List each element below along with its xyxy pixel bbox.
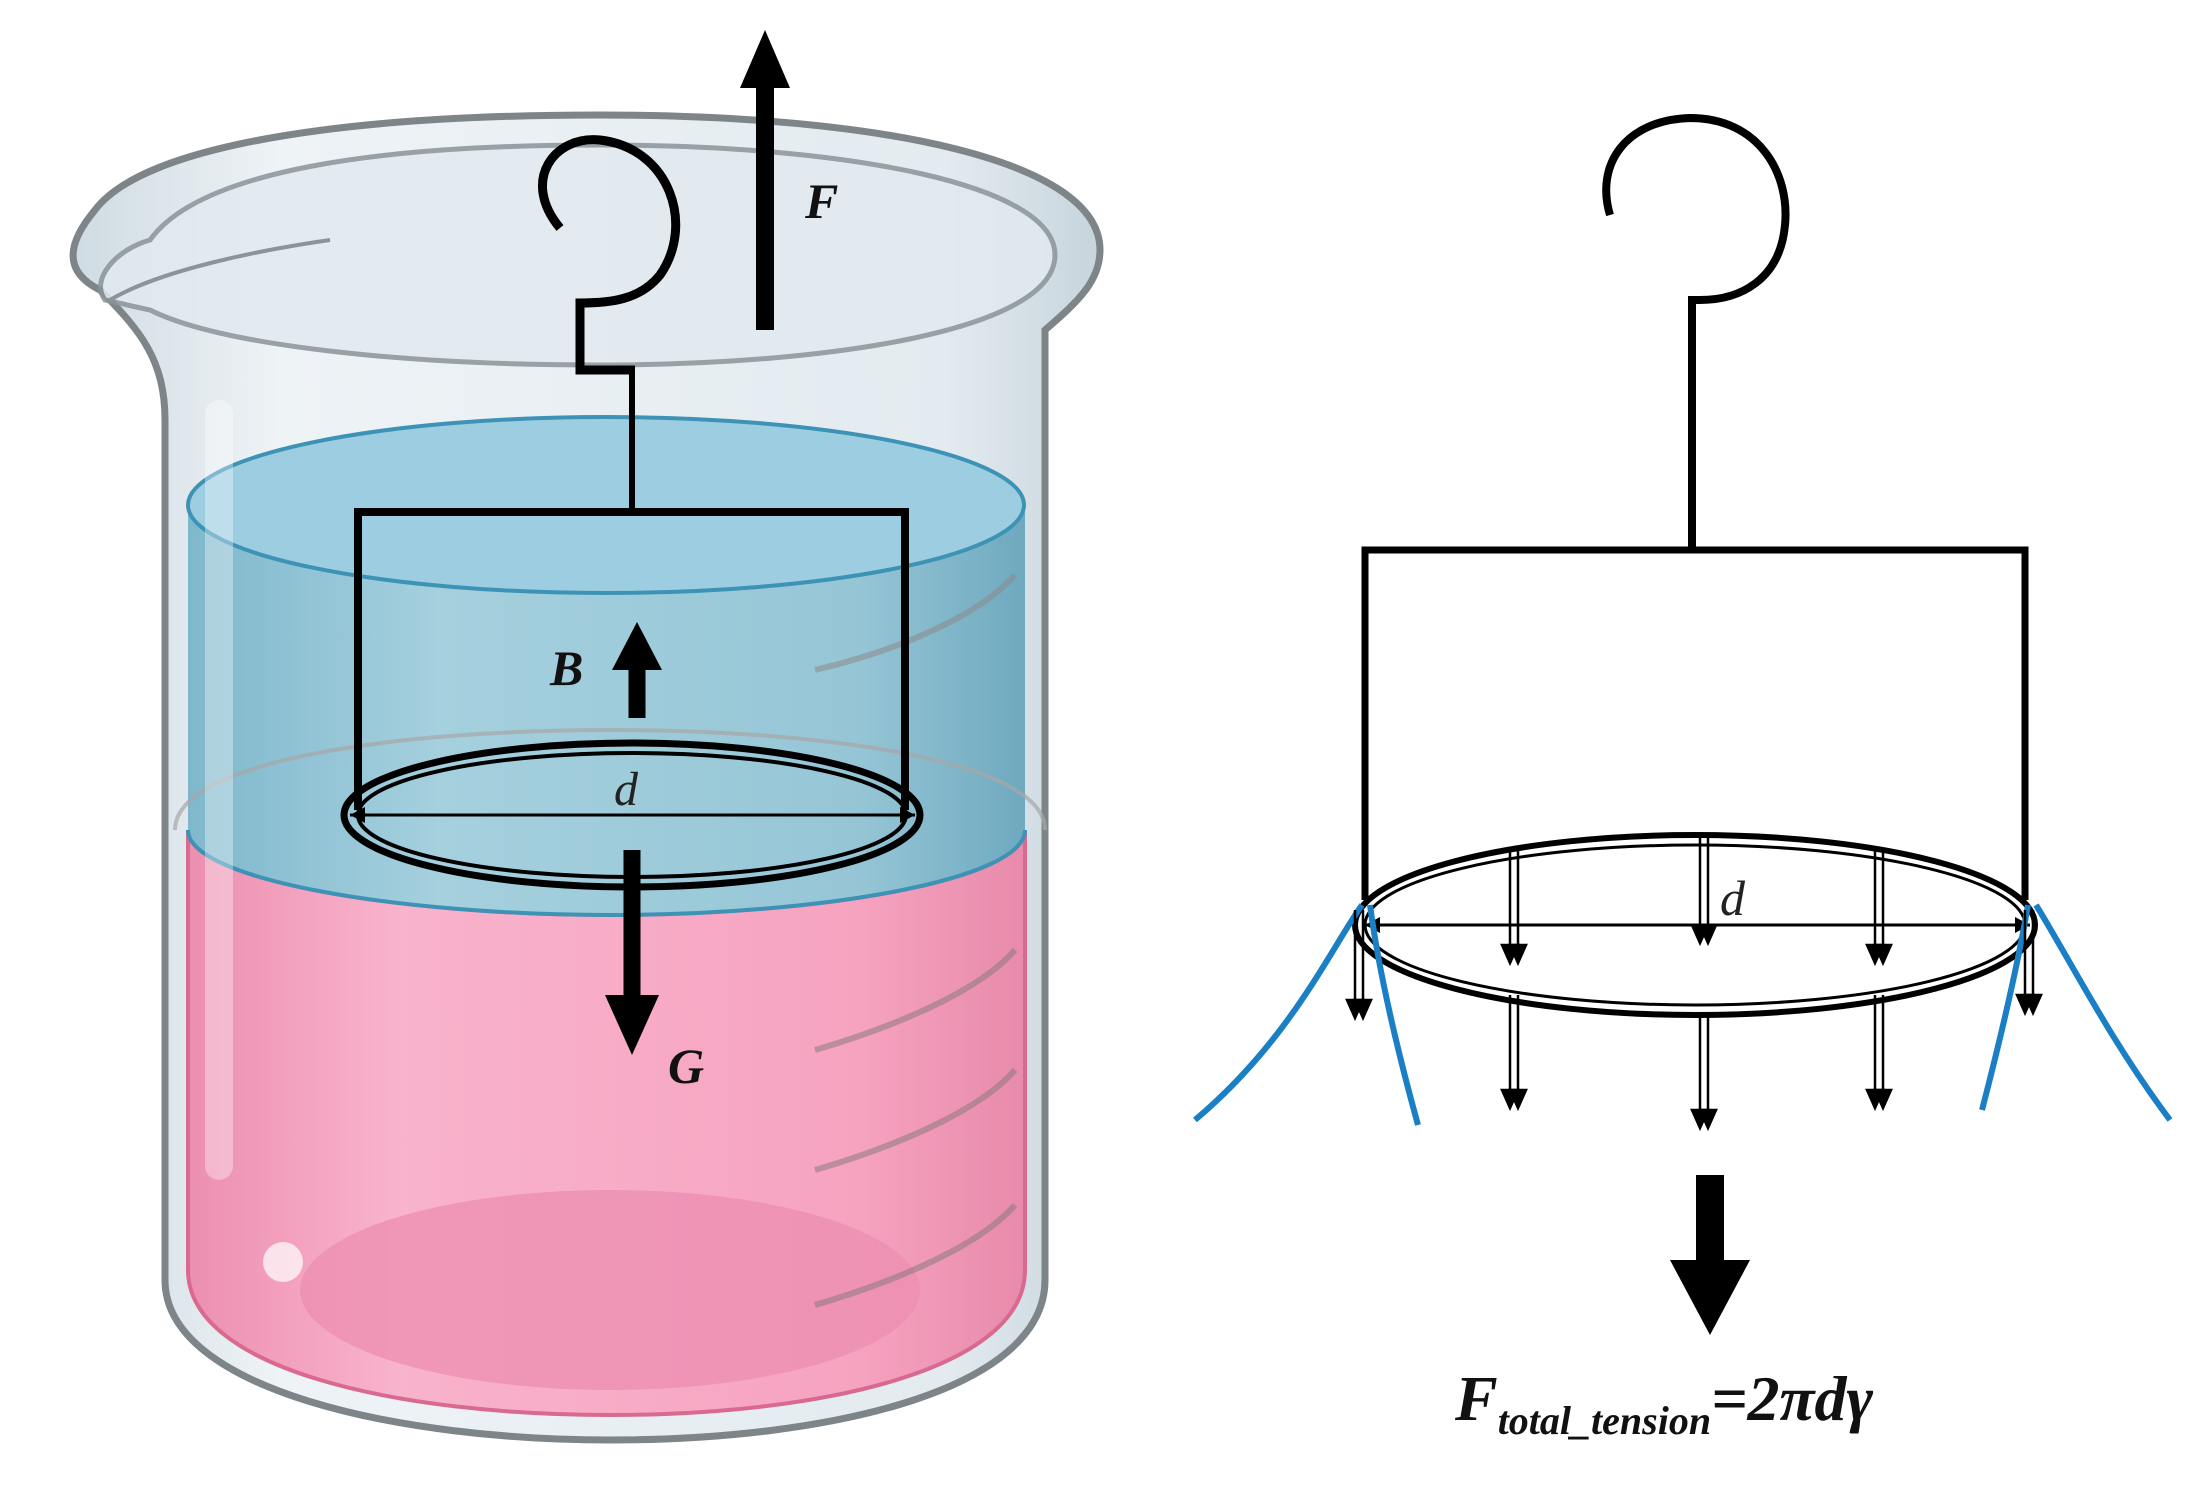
formula-rhs: =2πdγ	[1711, 1363, 1873, 1434]
right-hook	[1602, 113, 1790, 548]
weight-label: G	[668, 1038, 704, 1094]
upper-liquid-surface	[186, 415, 1026, 595]
force-up-label: F	[804, 173, 838, 229]
ring-detail-group: d Ftotal_tension=2πdγ	[1193, 113, 2173, 1443]
meniscus-left-inner	[1367, 904, 1421, 1126]
beaker-rim	[98, 142, 1058, 368]
right-diameter-label: d	[1720, 870, 1746, 926]
formula-symbol: F	[1454, 1363, 1498, 1434]
right-frame	[1361, 546, 2029, 900]
left-hook	[538, 135, 681, 375]
meniscus-right	[2033, 903, 2173, 1122]
formula-subscript: total_tension	[1498, 1398, 1711, 1443]
upper-liquid	[188, 505, 1025, 915]
lower-liquid-bottom	[300, 1190, 920, 1390]
beaker-group: F B G d	[69, 30, 1104, 1444]
meniscus-right-inner	[1979, 904, 2031, 1111]
meniscus-left	[1193, 903, 1365, 1123]
tension-arrows	[1345, 835, 2043, 1132]
left-frame	[354, 508, 909, 810]
left-diameter-label: d	[614, 763, 639, 816]
total-tension-formula: Ftotal_tension=2πdγ	[1454, 1363, 1873, 1443]
buoyancy-label: B	[549, 640, 583, 696]
